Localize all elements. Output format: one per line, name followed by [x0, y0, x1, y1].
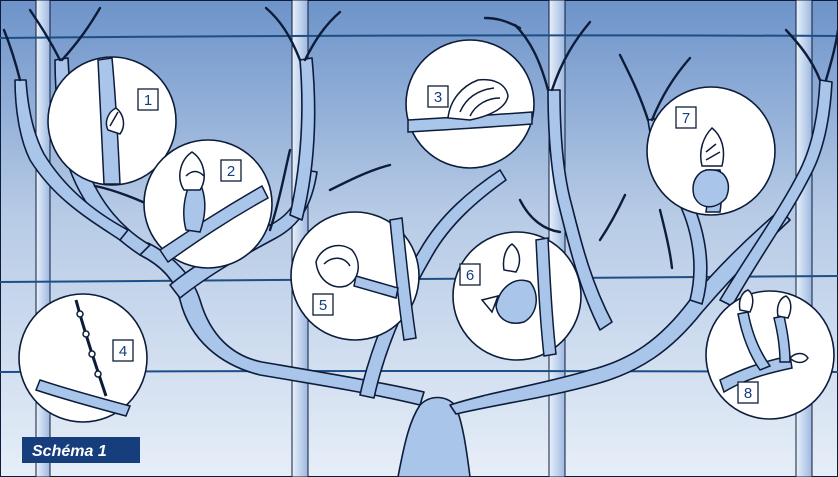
callout-6-label: 6 [466, 267, 474, 284]
callout-5-label: 5 [319, 297, 327, 314]
callout-4-label: 4 [119, 343, 127, 360]
callout-8-label: 8 [744, 385, 752, 402]
callout-2-label: 2 [227, 163, 235, 180]
callout-3-label: 3 [434, 89, 442, 106]
title-text: Schéma 1 [32, 443, 107, 460]
callout-1-label: 1 [144, 92, 152, 109]
callout-7-label: 7 [682, 110, 690, 127]
callout-8-circle [706, 291, 834, 419]
